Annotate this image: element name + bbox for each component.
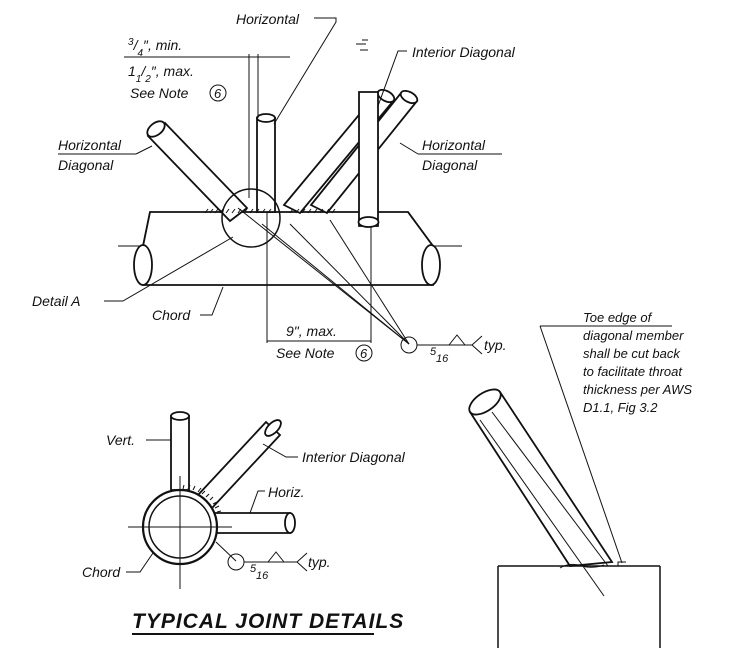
section-fillet-symbol bbox=[267, 551, 285, 563]
interior-diagonal-label: Interior Diagonal bbox=[412, 44, 516, 60]
detail-note-line-1: Toe edge of bbox=[583, 310, 653, 325]
section-weld-marks bbox=[182, 484, 222, 513]
weld-marks-top bbox=[204, 208, 336, 214]
detail-note-line-2: diagonal member bbox=[583, 328, 684, 343]
detail-a-label: Detail A bbox=[32, 293, 81, 309]
section-weld-num: 5 bbox=[250, 563, 257, 575]
note-number-bottom: 6 bbox=[360, 346, 368, 361]
horizontal-leader bbox=[273, 17, 337, 125]
gap-min-text: 3/4″, min. bbox=[128, 37, 182, 59]
chord-leader bbox=[200, 286, 224, 316]
left-horizontal-diagonal-member bbox=[146, 121, 249, 223]
section-weld-tail bbox=[296, 552, 308, 572]
weld-den-top: 16 bbox=[436, 353, 449, 365]
left-hd-leader bbox=[135, 145, 153, 155]
right-hd-leader bbox=[399, 142, 419, 155]
chord-end-left bbox=[133, 244, 153, 286]
detail-diagonal-member bbox=[468, 390, 614, 567]
section-weld-circle bbox=[227, 553, 245, 571]
detail-a-circle bbox=[221, 188, 281, 248]
weld-leaders-top bbox=[237, 207, 410, 345]
detail-note-leader bbox=[539, 325, 623, 564]
chord-label: Chord bbox=[152, 307, 191, 323]
weld-symbol-circle-top bbox=[400, 336, 418, 354]
section-interior-diagonal-leader bbox=[262, 443, 298, 458]
see-note-top: See Note bbox=[130, 85, 189, 101]
left-hd-label-2: Diagonal bbox=[58, 157, 114, 173]
chord-end-right bbox=[421, 244, 441, 286]
chord-pipe bbox=[142, 211, 434, 286]
note-circle-bottom bbox=[355, 344, 373, 362]
detail-note-line-5: thickness per AWS bbox=[583, 382, 692, 397]
horizontal-label: Horizontal bbox=[236, 11, 300, 27]
section-horiz-leader bbox=[249, 490, 265, 514]
max-dim-text: 9", max. bbox=[286, 323, 337, 339]
section-chord-leader bbox=[126, 552, 154, 573]
detail-note-line-6: D1.1, Fig 3.2 bbox=[583, 400, 658, 415]
right-hd-label-1: Horizontal bbox=[422, 137, 486, 153]
note-number-top: 6 bbox=[214, 86, 222, 101]
section-horiz-member bbox=[211, 512, 291, 534]
note-circle-top bbox=[209, 84, 227, 102]
detail-weld-heel bbox=[606, 561, 626, 567]
drawing-title: TYPICAL JOINT DETAILS bbox=[132, 610, 404, 633]
interior-diagonal-member bbox=[358, 91, 379, 227]
section-weld-leader bbox=[215, 541, 237, 562]
left-hd-label-1: Horizontal bbox=[58, 137, 122, 153]
section-chord-label: Chord bbox=[82, 564, 121, 580]
section-vert-label: Vert. bbox=[106, 432, 135, 448]
interior-diagonal-tick bbox=[356, 39, 368, 51]
weld-tail-top bbox=[471, 335, 483, 355]
gap-max-text: 11/2″, max. bbox=[128, 63, 194, 85]
detail-a-leader bbox=[104, 236, 234, 302]
detail-a-view: Toe edge of diagonal member shall be cut… bbox=[468, 310, 692, 648]
fillet-symbol-top bbox=[448, 334, 466, 346]
see-note-bottom: See Note bbox=[276, 345, 335, 361]
interior-diagonal-leader bbox=[377, 50, 407, 107]
section-interior-diagonal-label: Interior Diagonal bbox=[302, 449, 406, 465]
detail-note-line-4: to facilitate throat bbox=[583, 364, 683, 379]
detail-weld-toe bbox=[559, 563, 605, 569]
right-hd-label-2: Diagonal bbox=[422, 157, 478, 173]
top-view: 3/4″, min. 11/2″, max. See Note 6 Horizo… bbox=[32, 11, 516, 365]
section-view: Vert. Interior Diagonal Horiz. Chord 5 1… bbox=[82, 411, 406, 589]
section-horiz-label: Horiz. bbox=[268, 484, 305, 500]
weld-num-top: 5 bbox=[430, 346, 437, 358]
section-weld-den: 16 bbox=[256, 570, 269, 582]
weld-typ-top: typ. bbox=[484, 337, 507, 353]
section-weld-typ: typ. bbox=[308, 554, 331, 570]
detail-note-line-3: shall be cut back bbox=[583, 346, 681, 361]
